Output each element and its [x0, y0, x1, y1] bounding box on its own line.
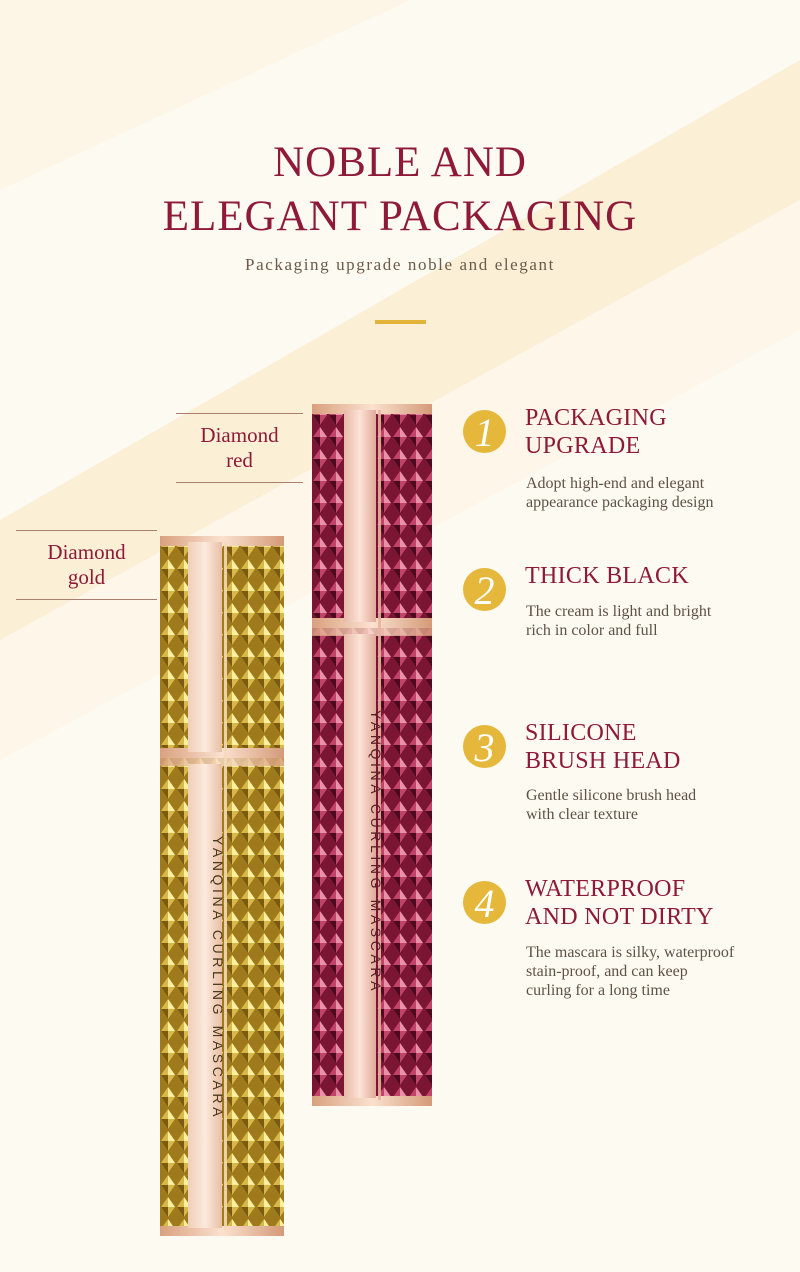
feature-desc-line: curling for a long time	[526, 982, 670, 999]
feature-desc-line: stain-proof, and can keep	[526, 963, 688, 980]
number-badge-1: 1	[463, 410, 506, 455]
feature-title-line: PACKAGING	[525, 405, 667, 431]
mascara-diamond-red: YANQINA CURLING MASCARA	[312, 404, 432, 1106]
feature-desc-line: with clear texture	[526, 806, 638, 823]
mascara-gold-illustration	[160, 536, 284, 1236]
feature-description: The mascara is silky, waterproof stain-p…	[526, 943, 796, 1000]
feature-title: PACKAGING UPGRADE	[525, 404, 795, 460]
variant-gold-line2: gold	[67, 565, 106, 589]
title-line-1: NOBLE AND	[273, 139, 527, 186]
variant-gold-line1: Diamond	[47, 540, 126, 564]
feature-desc-line: The cream is light and bright	[526, 603, 712, 620]
variant-label-red: Diamond red	[176, 413, 303, 483]
feature-desc-line: appearance packaging design	[526, 494, 714, 511]
feature-description: Adopt high-end and elegant appearance pa…	[526, 474, 796, 512]
accent-divider	[375, 320, 426, 324]
feature-desc-line: Adopt high-end and elegant	[526, 475, 705, 492]
mascara-diamond-gold: YANQINA CURLING MASCARA	[160, 536, 284, 1236]
title-line-2: ELEGANT PACKAGING	[162, 193, 638, 240]
feature-title-line: WATERPROOF	[525, 876, 686, 902]
feature-title-line: THICK BLACK	[525, 563, 689, 589]
variant-red-line2: red	[226, 448, 253, 472]
brand-text-red: YANQINA CURLING MASCARA	[368, 710, 384, 995]
mascara-red-illustration	[312, 404, 432, 1106]
variant-label-gold: Diamond gold	[16, 530, 157, 600]
feature-desc-line: Gentle silicone brush head	[526, 787, 697, 804]
feature-title-line: SILICONE	[525, 720, 637, 746]
variant-red-line1: Diamond	[200, 423, 279, 447]
number-badge-3: 3	[463, 725, 506, 770]
page-title: NOBLE AND ELEGANT PACKAGING	[0, 136, 800, 244]
brand-text-gold: YANQINA CURLING MASCARA	[210, 836, 226, 1121]
feature-title: THICK BLACK	[525, 562, 795, 590]
feature-desc-line: rich in color and full	[526, 622, 658, 639]
number-badge-4: 4	[463, 881, 506, 926]
feature-desc-line: The mascara is silky, waterproof	[526, 944, 735, 961]
feature-title: WATERPROOF AND NOT DIRTY	[525, 875, 795, 931]
page-subtitle: Packaging upgrade noble and elegant	[245, 255, 555, 274]
feature-description: The cream is light and bright rich in co…	[526, 602, 796, 640]
number-badge-2: 2	[463, 568, 506, 613]
feature-title: SILICONE BRUSH HEAD	[525, 719, 795, 775]
feature-title-line: UPGRADE	[525, 433, 641, 459]
feature-description: Gentle silicone brush head with clear te…	[526, 786, 796, 824]
feature-title-line: BRUSH HEAD	[525, 748, 681, 774]
feature-title-line: AND NOT DIRTY	[525, 904, 714, 930]
